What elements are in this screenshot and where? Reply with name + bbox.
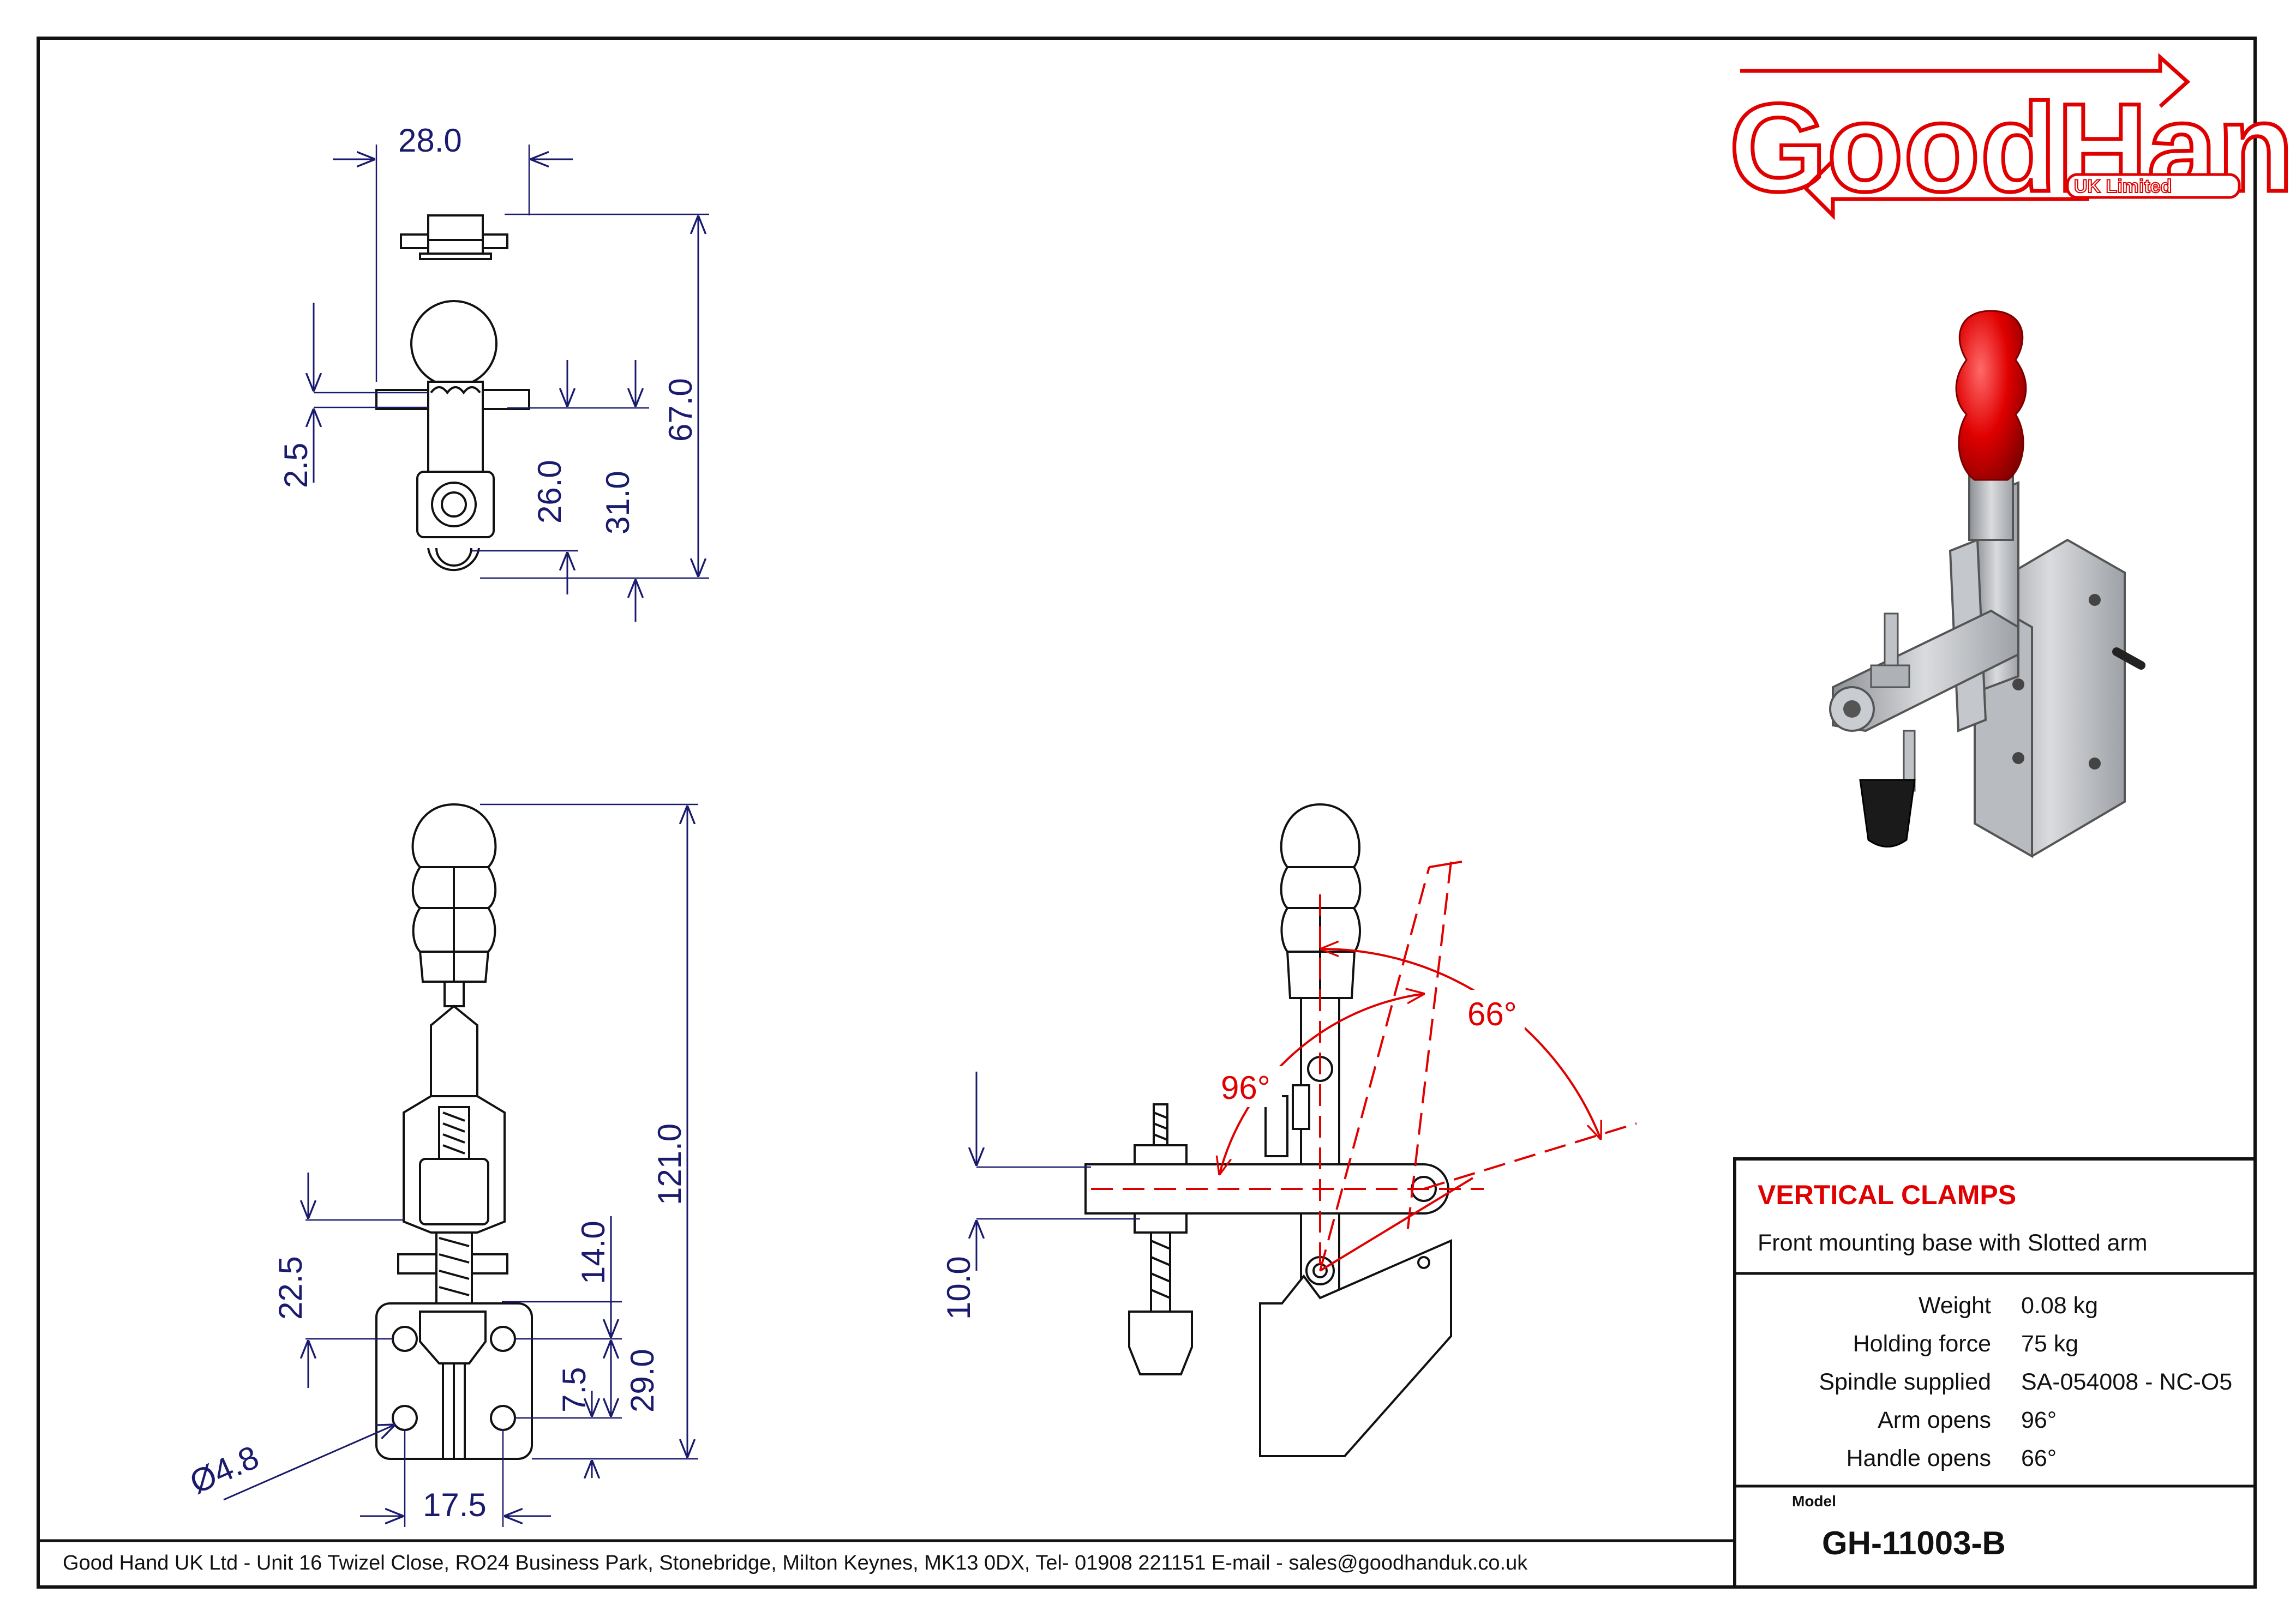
spec-value-weight: 0.08 kg: [2021, 1293, 2098, 1319]
dim-front-7-5: 7.5: [556, 1367, 592, 1412]
spec-label-arm-opens: Arm opens: [1878, 1407, 1991, 1433]
red-handle-grip-icon: [1955, 310, 2027, 481]
side-view-angles: 66° 96°: [1091, 861, 1637, 1272]
spec-label-holding-force: Holding force: [1853, 1331, 1991, 1357]
model-label: Model: [1792, 1493, 1836, 1510]
dim-side-arm-angle: 96°: [1221, 1069, 1270, 1106]
sheet-border: [37, 37, 2257, 1589]
front-view-dimensions: 121.0 22.5 14.0 29.0 7.5 Ø4.8 17.5: [184, 803, 698, 1527]
model-number: GH-11003-B: [1822, 1525, 2006, 1561]
logo-arrow-top-icon: [1740, 53, 2191, 108]
product-title: VERTICAL CLAMPS: [1758, 1180, 2016, 1210]
logo-subtitle: UK Limited: [2074, 176, 2172, 197]
dim-front-14: 14.0: [575, 1221, 612, 1284]
logo-subtitle-box: [2066, 173, 2241, 199]
dim-front-17-5: 17.5: [423, 1487, 487, 1523]
dim-top-31: 31.0: [600, 471, 636, 534]
dim-side-10: 10.0: [940, 1256, 977, 1320]
title-block: VERTICAL CLAMPS Front mounting base with…: [1733, 1157, 2257, 1589]
spec-label-weight: Weight: [1919, 1293, 1991, 1319]
dim-top-height: 67.0: [662, 378, 699, 442]
dim-front-29: 29.0: [624, 1349, 661, 1412]
dim-top-26: 26.0: [531, 460, 568, 524]
dim-front-22-5: 22.5: [272, 1256, 309, 1320]
spec-label-spindle: Spindle supplied: [1819, 1369, 1991, 1395]
dim-top-offset: 2.5: [278, 443, 314, 488]
dim-side-handle-angle: 66°: [1467, 996, 1517, 1032]
top-view-dimensions: 28.0 67.0 2.5 26.0 31.0: [278, 122, 709, 622]
footer-address: Good Hand UK Ltd - Unit 16 Twizel Close,…: [63, 1552, 1528, 1574]
clamp-3d-render: [1829, 310, 2145, 858]
rubber-spindle-tip-icon: [1859, 779, 1916, 847]
spec-label-handle-opens: Handle opens: [1847, 1445, 1991, 1471]
product-subtitle: Front mounting base with Slotted arm: [1758, 1230, 2148, 1256]
spec-value-spindle: SA-054008 - NC-O5: [2021, 1369, 2232, 1395]
spec-value-holding-force: 75 kg: [2021, 1331, 2078, 1357]
logo-arrow-bottom-icon: [1803, 159, 2089, 220]
top-view: [375, 214, 530, 572]
spec-value-arm-opens: 96°: [2021, 1407, 2057, 1433]
dim-top-width: 28.0: [398, 122, 462, 159]
spec-value-handle-opens: 66°: [2021, 1445, 2057, 1471]
dim-front-height: 121.0: [651, 1123, 688, 1205]
side-view: [1084, 803, 1452, 1457]
front-view: [375, 803, 533, 1460]
dim-front-hole: Ø4.8: [184, 1439, 264, 1501]
side-view-dimensions: 10.0: [940, 1072, 1140, 1320]
